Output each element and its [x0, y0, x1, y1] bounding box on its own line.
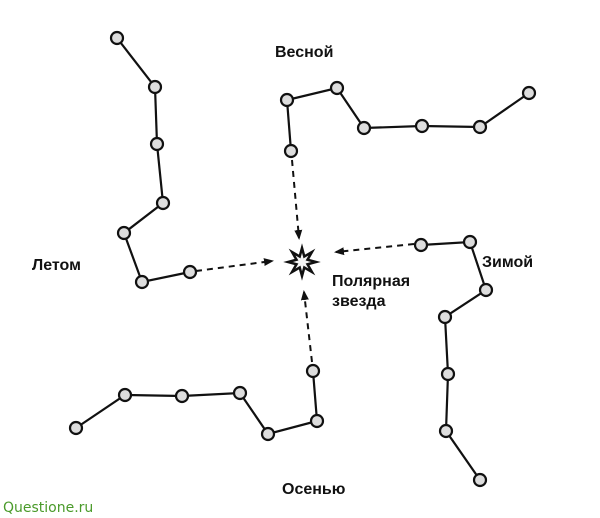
arrows-to-polaris [195, 159, 415, 363]
polaris-star-icon [283, 243, 321, 281]
star-icon [356, 120, 372, 136]
star-icon [329, 80, 345, 96]
star-icon [438, 423, 454, 439]
arrow-summer [195, 258, 274, 272]
star-icon [462, 234, 478, 250]
star-icon [440, 366, 456, 382]
star-icon [109, 30, 125, 46]
star-icon [413, 237, 429, 253]
arrow-autumn [300, 290, 313, 363]
star-icon [68, 420, 84, 436]
star-icon [134, 274, 150, 290]
star-icon [478, 282, 494, 298]
arrow-spring [291, 159, 303, 240]
label-spring: Весной [275, 44, 334, 61]
constellation-line-winter [420, 240, 488, 481]
star-icon [182, 264, 198, 280]
star-icon [232, 385, 248, 401]
star-icon [155, 195, 171, 211]
label-polaris-line1: Полярная [332, 273, 411, 290]
star-icon [472, 119, 488, 135]
watermark: Questione.ru [3, 500, 94, 516]
label-winter: Зимой [482, 254, 534, 271]
star-icon [309, 413, 325, 429]
label-polaris-line2: звезда [332, 293, 386, 310]
label-autumn: Осенью [282, 481, 346, 498]
arrow-winter [334, 243, 415, 256]
constellation-stars [68, 30, 537, 488]
star-icon [472, 472, 488, 488]
star-icon [414, 118, 430, 134]
constellation-line-spring [285, 86, 530, 152]
star-icon [117, 387, 133, 403]
star-icon [305, 363, 321, 379]
star-icon [283, 143, 299, 159]
star-icon [437, 309, 453, 325]
star-icon [260, 426, 276, 442]
star-icon [279, 92, 295, 108]
star-icon [521, 85, 537, 101]
star-icon [147, 79, 163, 95]
constellation-line-autumn [75, 370, 319, 436]
star-icon [149, 136, 165, 152]
label-summer: Летом [32, 257, 81, 274]
star-icon [174, 388, 190, 404]
star-icon [116, 225, 132, 241]
constellation-line-summer [116, 37, 191, 284]
